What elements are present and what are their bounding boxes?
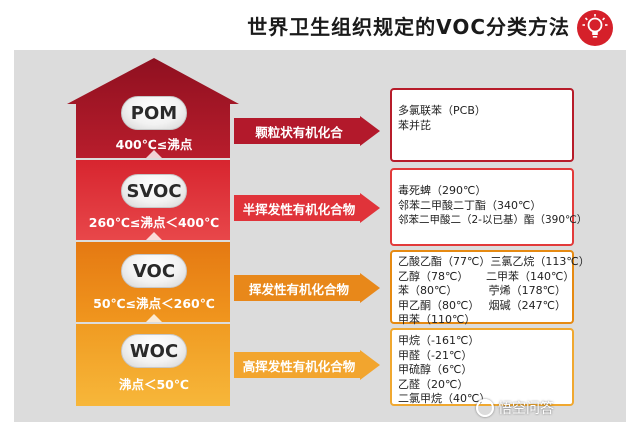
example-item: 二氯甲烷（40℃） xyxy=(398,392,491,405)
example-item: 甲乙酮（80℃） xyxy=(398,298,480,312)
examples-box-svoc: 毒死蜱（290℃） 邻苯二甲酸二丁酯（340℃） 邻苯二甲酸二（2-以已基）酯（… xyxy=(390,168,588,246)
example-item: 苯并芘 xyxy=(398,118,431,132)
page-title: 世界卫生组织规定的VOC分类方法 xyxy=(247,15,570,39)
example-item: 甲苯（110℃） xyxy=(398,313,476,326)
level-pill-voc: VOC xyxy=(121,254,187,288)
category-arrow-pom xyxy=(234,116,380,146)
example-item: 邻苯二甲酸二丁酯（340℃） xyxy=(398,198,542,212)
example-item: 甲醛（-21℃） xyxy=(398,348,473,362)
category-arrow-voc xyxy=(234,273,380,303)
example-item: 苧烯（178℃） xyxy=(488,284,566,297)
category-arrow-svoc xyxy=(234,193,380,223)
example-item xyxy=(491,313,567,328)
example-item: 甲硫醇（6℃） xyxy=(398,363,473,376)
wukong-logo-icon xyxy=(476,399,494,417)
example-item: 三氯乙烷（113℃） xyxy=(490,255,590,268)
example-item: 烟碱（247℃） xyxy=(488,298,566,312)
example-item: 乙醛（20℃） xyxy=(398,377,469,391)
level-range-pom: 400℃≤沸点 xyxy=(115,137,193,152)
category-arrow-woc xyxy=(234,350,380,380)
level-pill-woc: WOC xyxy=(121,334,187,368)
connector-arrow-2 xyxy=(146,232,162,240)
level-range-voc: 50℃≤沸点＜260℃ xyxy=(93,296,215,311)
example-item: 苯（80℃） xyxy=(398,284,458,297)
connector-arrow-1 xyxy=(146,150,162,158)
category-label-pom: 颗粒状有机化合 xyxy=(255,124,343,140)
level-range-woc: 沸点＜50℃ xyxy=(118,377,190,392)
example-item: 甲烷（-161℃） xyxy=(398,334,480,347)
example-row: 苯（80℃） 苧烯（178℃） xyxy=(398,284,566,299)
level-pill-svoc: SVOC xyxy=(121,174,187,208)
examples-box-pom: 多氯联苯（PCB） 苯并芘 xyxy=(390,88,574,162)
example-item: 乙醇（78℃） xyxy=(398,269,469,283)
example-item: 多氯联苯（PCB） xyxy=(398,104,486,117)
level-range-svoc: 260℃≤沸点＜400℃ xyxy=(88,215,220,230)
example-row: 乙醇（78℃） 二甲苯（140℃） xyxy=(398,269,575,285)
category-label-woc: 高挥发性有机化合物 xyxy=(242,358,356,374)
example-item: 毒死蜱（290℃） xyxy=(398,184,487,197)
category-label-svoc: 半挥发性有机化合物 xyxy=(242,201,356,217)
example-row: 甲乙酮（80℃） 烟碱（247℃） xyxy=(398,299,566,314)
connector-arrow-3 xyxy=(146,314,162,322)
examples-box-woc: 甲烷（-161℃） 甲醛（-21℃） 甲硫醇（6℃） 乙醛（20℃） 二氯甲烷（… xyxy=(390,328,574,406)
example-item: 乙酸乙酯（77℃） xyxy=(398,255,491,268)
example-row: 乙酸乙酯（77℃） 三氯乙烷（113℃） xyxy=(398,255,590,270)
lightbulb-icon xyxy=(577,10,613,46)
examples-box-voc: 乙酸乙酯（77℃） 三氯乙烷（113℃） 乙醇（78℃） 二甲苯（140℃） 苯… xyxy=(390,250,590,326)
level-pill-pom: POM xyxy=(121,96,187,130)
example-row: 甲苯（110℃） xyxy=(398,313,566,328)
example-item: 二甲苯（140℃） xyxy=(486,269,575,283)
watermark-text: 悟空问答 xyxy=(498,401,554,417)
watermark: 悟空问答 xyxy=(476,398,554,418)
example-item: 邻苯二甲酸二（2-以已基）酯（390℃） xyxy=(398,214,588,226)
category-label-voc: 挥发性有机化合物 xyxy=(248,281,349,297)
